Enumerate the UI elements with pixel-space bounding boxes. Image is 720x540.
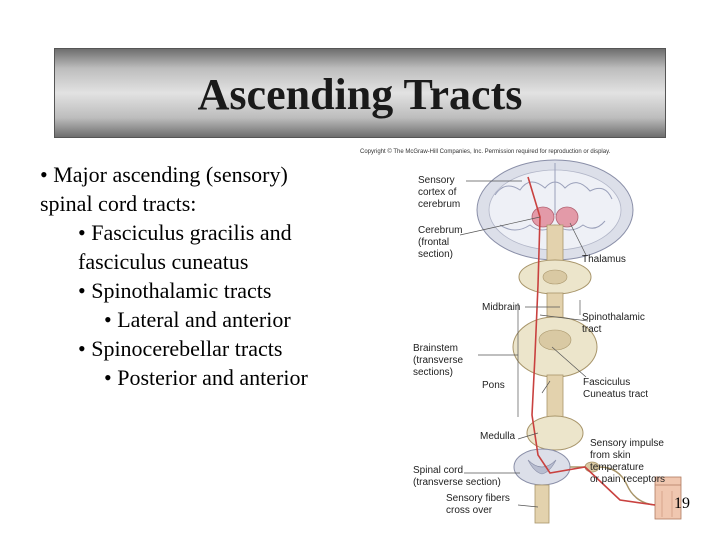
label-sensory-fibers: Sensory fibers cross over — [446, 493, 510, 516]
label-spinothalamic-tract: Spinothalamic tract — [582, 312, 645, 335]
bullet-gracilis-line2: fasciculus cuneatus — [78, 249, 249, 274]
spinothalamic-pathway — [527, 176, 656, 506]
label-fasciculus-cuneatus: Fasciculus Cuneatus tract — [583, 377, 649, 400]
title-bar: Ascending Tracts — [54, 48, 666, 138]
label-midbrain: Midbrain — [482, 302, 521, 313]
label-thalamus: Thalamus — [582, 254, 626, 265]
bullet-spinocerebellar: • Spinocerebellar tracts — [78, 336, 283, 361]
midbrain-section — [518, 259, 592, 295]
bullet-main-line2: spinal cord tracts: — [40, 191, 197, 216]
label-brainstem: Brainstem (transverse sections) — [413, 343, 464, 378]
label-spinal-cord: Spinal cord (transverse section) — [413, 465, 501, 488]
bullet-spinothalamic: • Spinothalamic tracts — [78, 278, 272, 303]
label-medulla: Medulla — [480, 431, 516, 442]
brain-illustration — [476, 159, 634, 270]
medulla-section — [526, 374, 584, 451]
label-sensory-cortex: Sensory cortex of cerebrum — [418, 175, 461, 210]
label-sensory-impulse: Sensory impulse from skin temperature or… — [590, 438, 666, 485]
copyright-notice: Copyright © The McGraw-Hill Companies, I… — [360, 149, 611, 155]
ascending-tract-diagram: Sensory cortex of cerebrum Cerebrum (fro… — [400, 155, 710, 535]
label-pons: Pons — [482, 380, 505, 391]
slide-title: Ascending Tracts — [197, 70, 523, 119]
bullet-list: • Major ascending (sensory) spinal cord … — [40, 160, 360, 392]
skin-receptor-illustration — [654, 476, 682, 520]
leader-lines — [459, 180, 589, 508]
bullet-main-line1: • Major ascending (sensory) — [40, 162, 288, 187]
bullet-posterior-anterior: • Posterior and anterior — [104, 365, 308, 390]
bullet-gracilis-line1: • Fasciculus gracilis and — [78, 220, 292, 245]
label-cerebrum: Cerebrum (frontal section) — [418, 225, 463, 260]
page-number: 19 — [674, 495, 690, 512]
spinal-cord-section — [513, 448, 571, 524]
bullet-lateral-anterior: • Lateral and anterior — [104, 307, 291, 332]
diagram-illustration — [459, 159, 682, 524]
